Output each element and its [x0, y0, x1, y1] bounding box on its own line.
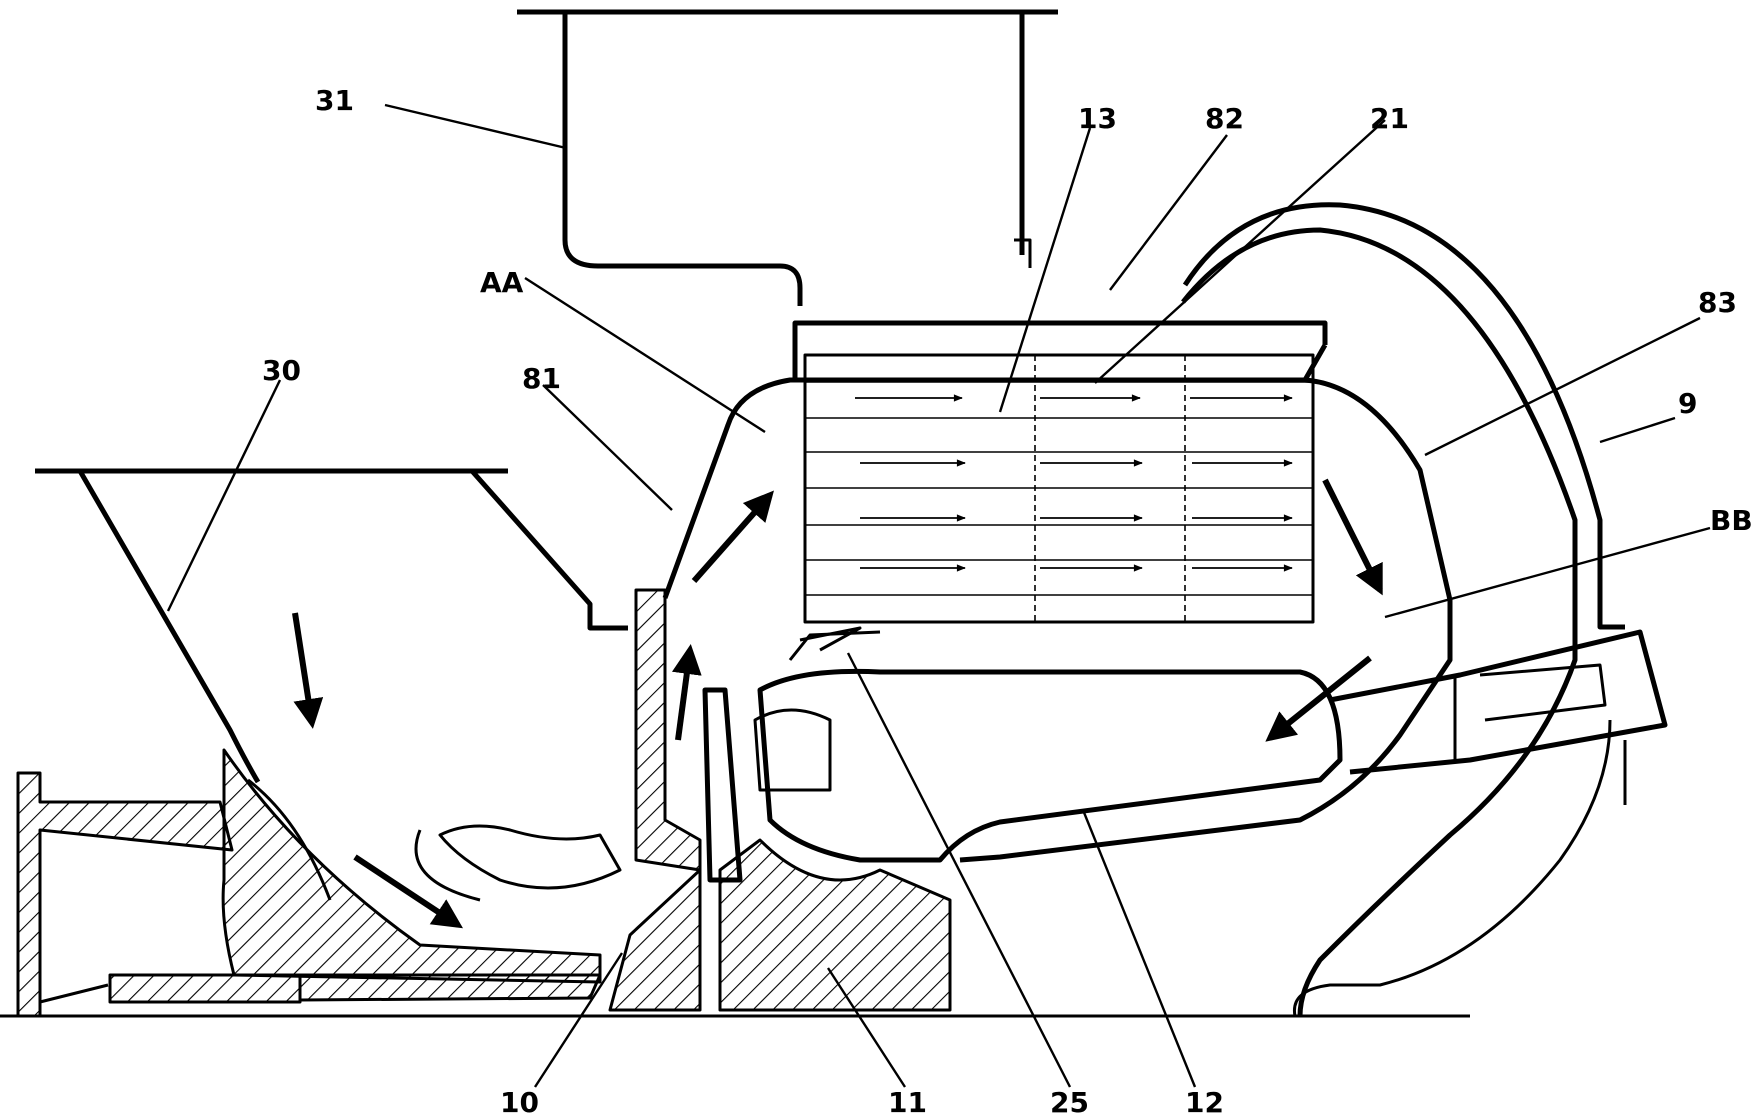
label-82: 82	[1205, 102, 1244, 135]
label-25: 25	[1050, 1086, 1089, 1119]
top-duct	[517, 12, 1058, 306]
flow-arrows	[295, 480, 1380, 925]
outer-scroll	[1183, 205, 1625, 1016]
label-AA: AA	[480, 266, 524, 299]
outlet-pipe	[1330, 632, 1665, 805]
heat-exchanger-core	[805, 355, 1313, 622]
label-31: 31	[315, 84, 354, 117]
label-9: 9	[1678, 387, 1697, 420]
label-10: 10	[500, 1086, 539, 1119]
label-11: 11	[888, 1086, 927, 1119]
main-casing	[665, 323, 1450, 860]
label-81: 81	[522, 362, 561, 395]
label-21: 21	[1370, 102, 1409, 135]
label-83: 83	[1698, 286, 1737, 319]
label-30: 30	[262, 354, 301, 387]
rotor-section	[416, 590, 950, 1010]
label-BB: BB	[1710, 504, 1753, 537]
label-12: 12	[1185, 1086, 1224, 1119]
label-13: 13	[1078, 102, 1117, 135]
